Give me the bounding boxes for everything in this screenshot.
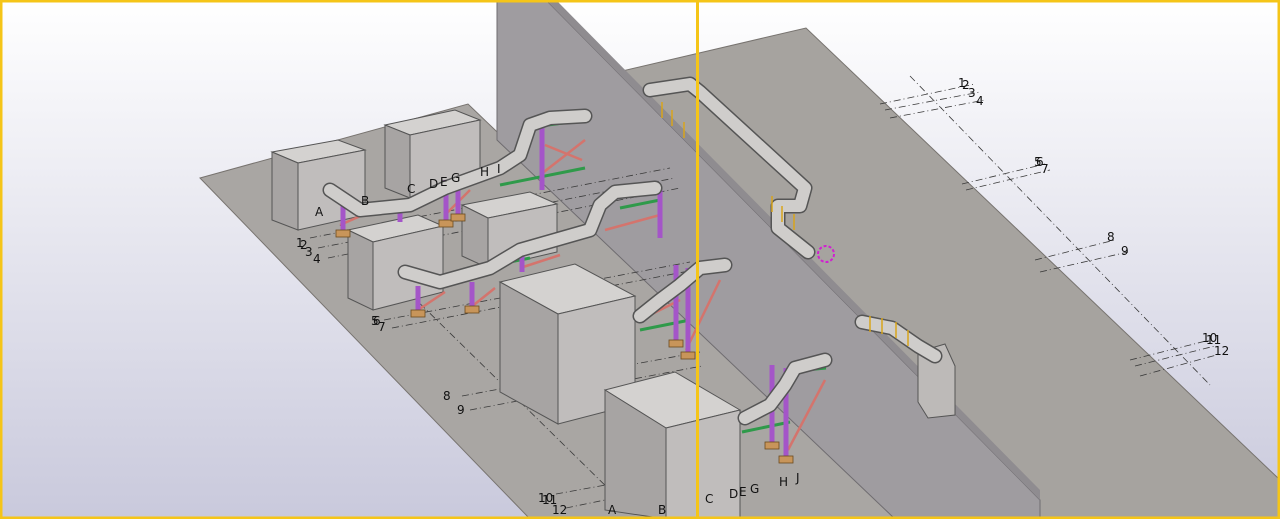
grid-label: 12 — [1214, 344, 1229, 358]
grid-label: 5 — [1034, 155, 1042, 169]
grid-label: J — [795, 471, 800, 485]
grid-label: H — [480, 165, 489, 179]
grid-label: A — [608, 503, 617, 517]
grid-label: 2 — [300, 238, 308, 252]
grid-label: 12 — [552, 503, 567, 517]
grid-label: 4 — [976, 94, 984, 108]
grid-label: E — [440, 175, 448, 189]
grid-label: H — [779, 475, 788, 489]
grid-label: 7 — [1041, 162, 1049, 176]
cable-trays — [322, 76, 943, 426]
grid-label: 4 — [313, 252, 321, 266]
selection-marker-icon[interactable] — [817, 245, 835, 263]
grid-label: D — [429, 177, 438, 191]
grid-label: 2 — [962, 78, 970, 92]
equipment-boxes — [270, 109, 956, 519]
grid-label: C — [705, 492, 713, 506]
wall-mounted-equipment — [917, 343, 956, 419]
equipment-box — [346, 214, 445, 311]
grid-label: 7 — [378, 320, 386, 334]
grid-label: B — [658, 503, 666, 517]
grid-label: 10 — [1202, 331, 1217, 345]
grid-label: 9 — [457, 403, 465, 417]
grid-label: A — [315, 205, 324, 219]
grid-label: 6 — [1036, 155, 1044, 169]
grid-label: 1 — [958, 76, 966, 90]
grid-label: E — [739, 485, 747, 499]
equipment-box — [383, 109, 482, 199]
wall-ledge — [548, 2, 1040, 500]
grid-label: 8 — [443, 389, 451, 403]
grid-label: 11 — [542, 493, 557, 507]
grid-label: C — [407, 182, 415, 196]
grid-label: 6 — [373, 314, 381, 328]
grid-labels: A B C D E G H I 1 2 3 4 5 6 7 8 9 10 11 … — [296, 76, 1229, 517]
grid-label: 5 — [371, 314, 379, 328]
tray-hangers — [661, 102, 909, 346]
grid-label: 3 — [305, 245, 313, 259]
grid-label: 10 — [538, 491, 553, 505]
grid-label: G — [750, 482, 759, 496]
grid-label: G — [451, 171, 460, 185]
grid-label: D — [729, 487, 738, 501]
grid-label: B — [361, 194, 369, 208]
grid-label: 3 — [968, 86, 976, 100]
grid-label: I — [497, 162, 501, 176]
equipment-box — [603, 371, 742, 519]
grid-label: 8 — [1107, 230, 1115, 244]
grid-label: 9 — [1121, 244, 1129, 258]
grid-label: 1 — [296, 236, 304, 250]
grid-label: 11 — [1206, 333, 1221, 347]
